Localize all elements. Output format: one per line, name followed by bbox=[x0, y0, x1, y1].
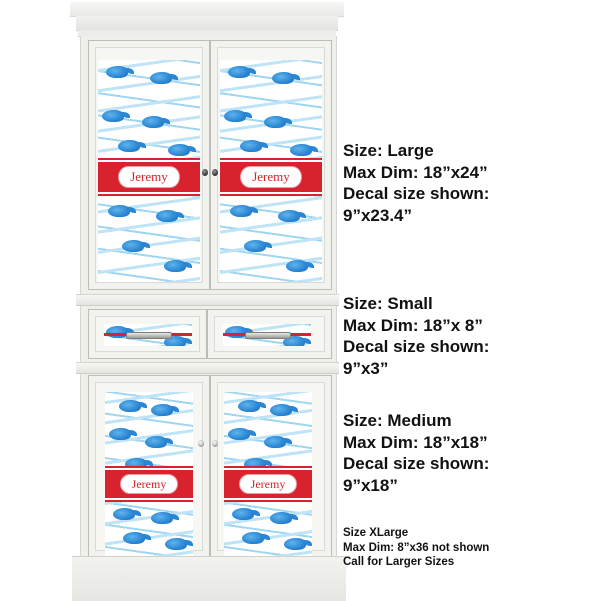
spec-medium-max-dim: Max Dim: 18”x18” bbox=[343, 432, 488, 452]
cabinet-crown-molding-lower bbox=[76, 16, 338, 31]
drawer-pull-left[interactable] bbox=[126, 332, 172, 339]
spec-xlarge-note: Call for Larger Sizes bbox=[343, 556, 455, 568]
door-knob-right[interactable] bbox=[212, 169, 218, 176]
spec-medium-decal-value: 9”x18” bbox=[343, 475, 398, 495]
name-plaque: Jeremy bbox=[239, 474, 297, 494]
door-knob-lower-right[interactable] bbox=[212, 440, 218, 447]
spec-medium: Size: Medium Max Dim: 18”x18” Decal size… bbox=[343, 410, 489, 496]
spec-small-decal-label: Decal size shown: bbox=[343, 337, 490, 356]
spec-medium-size: Size: Medium bbox=[343, 411, 452, 430]
medium-decal-right: Jeremy bbox=[224, 392, 312, 558]
door-knob-left[interactable] bbox=[202, 169, 208, 176]
drawer-pull-right[interactable] bbox=[245, 332, 291, 339]
spec-large-size: Size: Large bbox=[343, 141, 434, 160]
name-plaque: Jeremy bbox=[240, 166, 302, 188]
spec-small-max-dim: Max Dim: 18”x 8” bbox=[343, 315, 483, 335]
spec-large-decal-label: Decal size shown: bbox=[343, 184, 490, 203]
spec-small: Size: Small Max Dim: 18”x 8” Decal size … bbox=[343, 293, 489, 379]
spec-large-max-dim: Max Dim: 18”x24” bbox=[343, 162, 488, 182]
spec-xlarge-max-dim: Max Dim: 8”x36 not shown bbox=[343, 541, 490, 554]
spec-large-decal-value: 9”x23.4” bbox=[343, 205, 412, 225]
spec-medium-decal-label: Decal size shown: bbox=[343, 454, 490, 473]
cabinet-ledge-lower bbox=[76, 362, 339, 374]
cabinet-base bbox=[72, 556, 346, 601]
name-plaque: Jeremy bbox=[118, 166, 180, 188]
spec-small-size: Size: Small bbox=[343, 294, 433, 313]
spec-small-decal-value: 9”x3” bbox=[343, 358, 389, 378]
door-knob-lower-left[interactable] bbox=[198, 440, 204, 447]
cabinet-crown-molding bbox=[70, 2, 344, 16]
spec-large: Size: Large Max Dim: 18”x24” Decal size … bbox=[343, 140, 489, 226]
spec-xlarge: Size XLarge Max Dim: 8”x36 not shown Cal… bbox=[343, 526, 489, 570]
large-decal-left: Jeremy bbox=[98, 60, 200, 282]
cabinet-ledge-upper bbox=[76, 294, 339, 306]
large-decal-right: Jeremy bbox=[220, 60, 322, 282]
medium-decal-left: Jeremy bbox=[105, 392, 193, 558]
spec-xlarge-size: Size XLarge bbox=[343, 527, 409, 539]
name-plaque: Jeremy bbox=[120, 474, 178, 494]
